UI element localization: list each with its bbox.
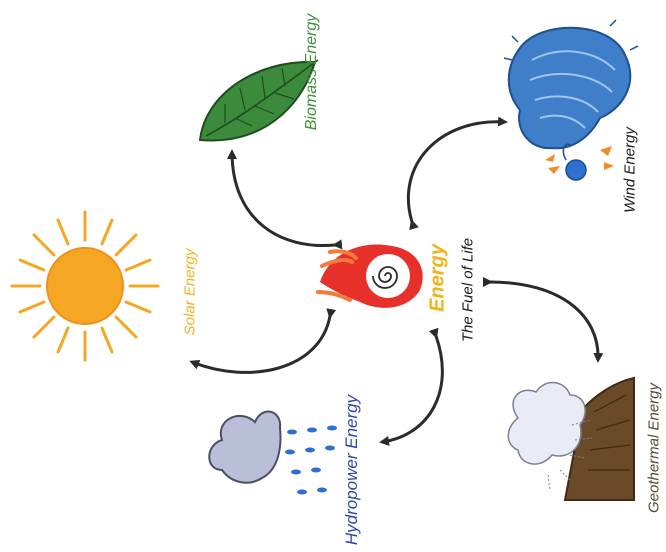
hydropower-energy-label: Hydropower Energy: [342, 395, 362, 545]
wind-icon: [504, 20, 638, 180]
sun-icon: [12, 212, 158, 360]
arrow-center-hydropower: [382, 336, 442, 442]
biomass-energy-label: Biomass Energy: [303, 14, 321, 131]
arrow-center-solar: [192, 316, 330, 372]
rain-cloud-icon: [209, 412, 337, 495]
arrow-center-wind: [408, 122, 505, 222]
arrow-center-geothermal: [490, 282, 598, 360]
center-subtitle: The Fuel of Life: [460, 238, 477, 342]
center-title: Energy: [427, 244, 450, 312]
arrow-center-biomass: [232, 152, 335, 246]
wind-energy-label: Wind Energy: [622, 127, 639, 213]
geothermal-energy-label: Geothermal Energy: [646, 383, 663, 513]
volcano-icon: [508, 378, 634, 500]
solar-energy-label: Solar Energy: [182, 249, 199, 336]
flame-spiral-icon: [318, 245, 423, 308]
leaf-icon: [200, 60, 318, 140]
